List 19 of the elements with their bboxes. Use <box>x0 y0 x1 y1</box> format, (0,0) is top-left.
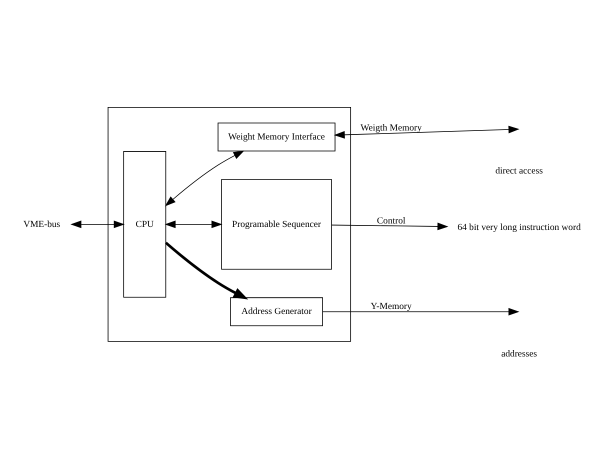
cluster <box>108 106 352 342</box>
label: addresses <box>501 348 538 359</box>
edge-label: Control <box>376 216 406 226</box>
label: direct access <box>495 166 543 176</box>
edge-label: Y-Memory <box>370 302 412 312</box>
arrow <box>164 220 222 228</box>
node-text: VME-bus <box>23 219 60 230</box>
node-box: Weight Memory Interface <box>218 122 336 151</box>
edge-label: Weigth Memory <box>360 122 422 133</box>
arrow <box>334 125 520 138</box>
arrow <box>164 241 248 300</box>
arrow <box>164 150 244 206</box>
node-box: Address Generator <box>230 296 323 326</box>
arrow <box>322 307 520 316</box>
node-text: 64 bit very long instruction word <box>457 222 581 232</box>
node-box: CPU <box>123 150 166 298</box>
arrow <box>70 220 125 228</box>
arrow <box>331 222 448 230</box>
node-box: Programable Sequencer <box>221 178 332 270</box>
